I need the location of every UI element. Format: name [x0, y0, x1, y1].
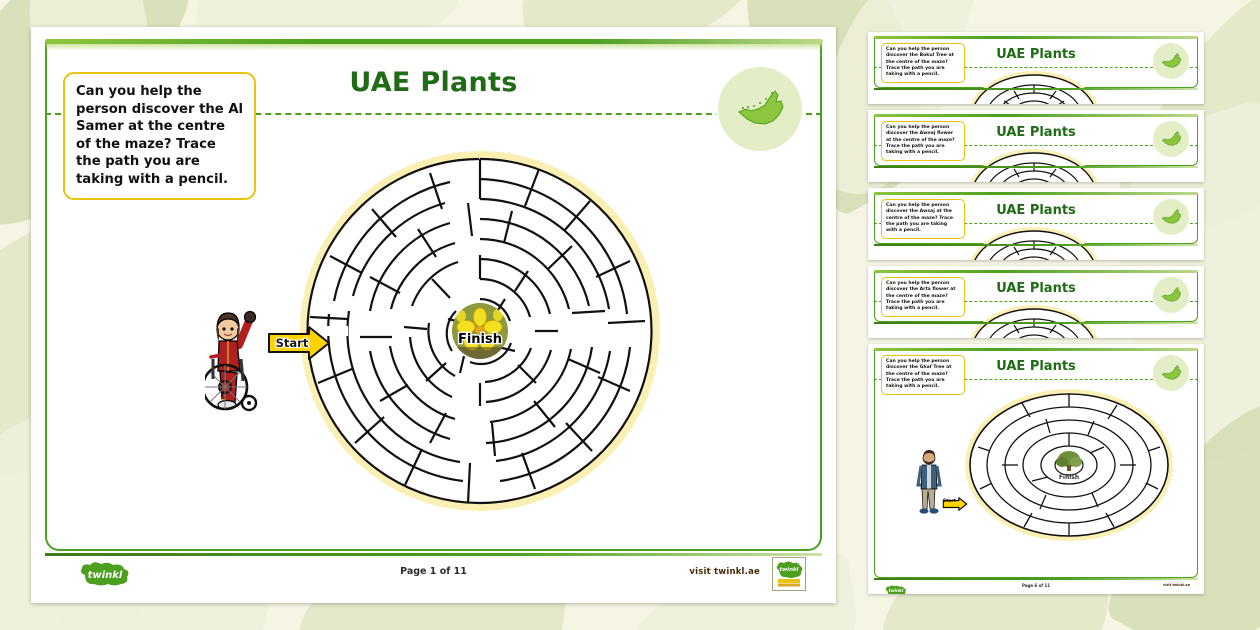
start-label: Start [943, 499, 956, 504]
visit-url: visit twinkl.ae [689, 567, 760, 577]
thumb-title: UAE Plants [996, 359, 1076, 374]
uae-map-icon [1152, 198, 1190, 236]
page-title: UAE Plants [349, 67, 518, 98]
thumbnail-page-6[interactable]: UAE Plants Can you help the person disco… [868, 344, 1204, 594]
finish-marker: Finish [452, 303, 508, 359]
oval-maze: Finish [965, 389, 1173, 541]
page-number: Page 1 of 11 [400, 566, 467, 577]
tree-icon [1056, 451, 1082, 471]
standing-person-icon [916, 450, 942, 514]
svg-text:twinkl: twinkl [889, 588, 904, 593]
instruction-callout: Can you help the person discover the Al … [63, 72, 256, 201]
thumbnail-page-4[interactable]: UAE Plants Can you help the person disco… [868, 188, 1204, 260]
uae-map-icon [1152, 276, 1190, 314]
start-arrow [942, 497, 968, 511]
circular-maze: Finish [300, 151, 660, 511]
uae-map-icon [716, 65, 804, 153]
svg-text:twinkl: twinkl [88, 570, 123, 581]
twinkl-logo: twinkl [884, 581, 908, 594]
thumb-instruction: Can you help the person discover the Aws… [881, 199, 965, 239]
thumb-visit-url: visit twinkl.ae [1163, 583, 1190, 587]
finish-label: Finish [1059, 474, 1079, 481]
thumb-instruction: Can you help the person discover the Art… [881, 277, 965, 317]
thumb-instruction: Can you help the person discover the Bok… [881, 43, 965, 83]
uae-map-icon [1152, 354, 1190, 392]
uae-map-icon [1152, 42, 1190, 80]
start-arrow: Start [267, 325, 331, 361]
thumbnail-page-5[interactable]: UAE Plants Can you help the person disco… [868, 266, 1204, 338]
person-in-wheelchair-icon [201, 299, 267, 419]
page-footer: twinkl Page 1 of 11 visit twinkl.ae twin… [45, 553, 822, 591]
twinkl-logo: twinkl [77, 561, 133, 587]
thumb-title: UAE Plants [996, 281, 1076, 296]
worksheet-page: UAE Plants Can you help the person disco… [31, 27, 836, 603]
header-divider [45, 113, 822, 115]
thumbnail-strip: UAE Plants Can you help the person disco… [868, 32, 1204, 594]
thumb-page-number: Page 6 of 11 [1021, 583, 1051, 588]
thumb-instruction: Can you help the person discover the Awn… [881, 121, 965, 161]
finish-label: Finish [457, 331, 504, 349]
thumb-title: UAE Plants [996, 203, 1076, 218]
thumbnail-page-2[interactable]: UAE Plants Can you help the person disco… [868, 32, 1204, 104]
page-border [44, 38, 823, 551]
thumb-instruction: Can you help the person discover the Gha… [881, 355, 965, 395]
svg-text:twinkl: twinkl [779, 567, 798, 573]
thumbnail-page-3[interactable]: UAE Plants Can you help the person disco… [868, 110, 1204, 182]
thumb-title: UAE Plants [996, 47, 1076, 62]
twinkl-badge-icon: twinkl [772, 557, 806, 591]
thumb-title: UAE Plants [996, 125, 1076, 140]
start-label: Start [274, 335, 309, 351]
uae-map-icon [1152, 120, 1190, 158]
